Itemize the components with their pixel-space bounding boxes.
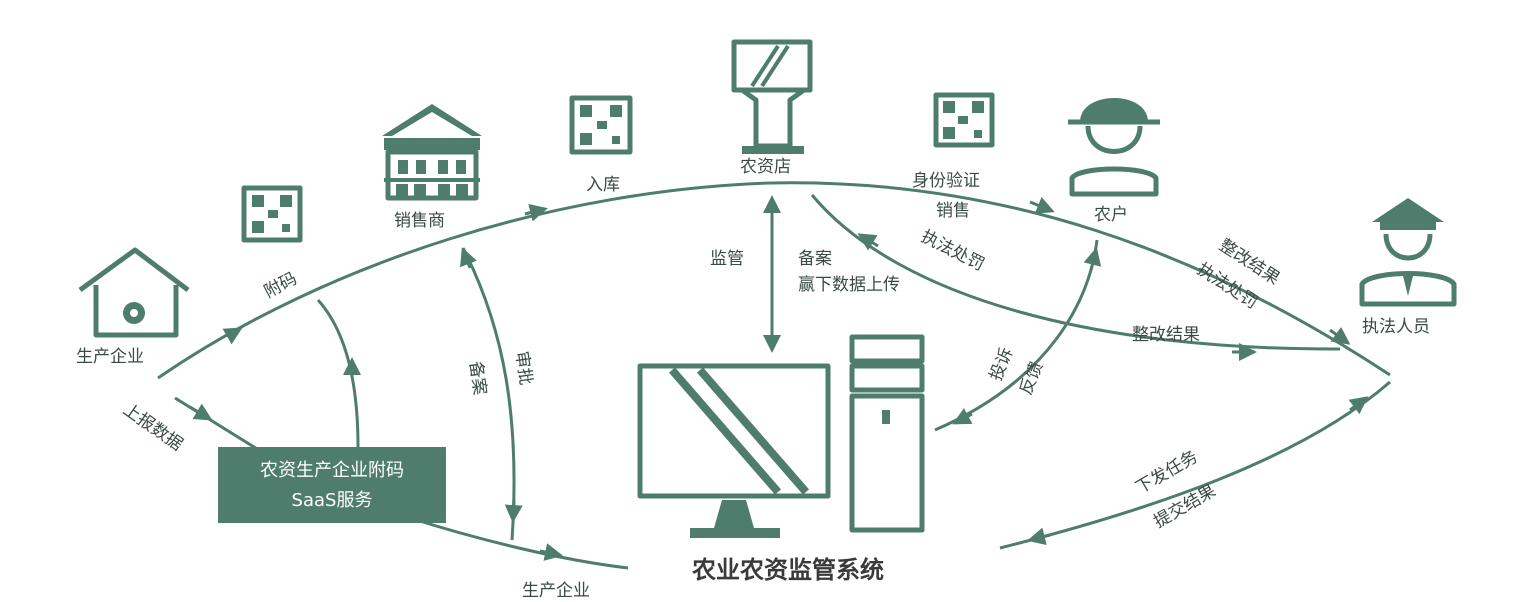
label-approval: 审批 bbox=[511, 350, 536, 386]
label-complaint: 投诉 bbox=[986, 345, 1017, 384]
store-building-icon bbox=[382, 104, 482, 201]
node-farmer: 农户 bbox=[1094, 205, 1128, 225]
label-feedback: 反馈 bbox=[1016, 359, 1047, 398]
arrow-complaint-up bbox=[1083, 247, 1102, 271]
arrow-filing-up bbox=[460, 247, 477, 269]
kiosk-icon bbox=[731, 39, 813, 154]
label-submit-result: 提交结果 bbox=[1151, 481, 1220, 532]
arrow-report-data bbox=[189, 403, 213, 421]
label-filing-upload-1: 备案 bbox=[798, 249, 832, 269]
arrow-to-producer-bottom bbox=[539, 543, 563, 561]
edge-complaint-feedback bbox=[934, 239, 1099, 432]
edge-main-arc bbox=[157, 181, 1391, 380]
arrow-to-officer bbox=[1329, 326, 1351, 345]
node-agri-store: 农资店 bbox=[740, 157, 791, 177]
qr-code-icon bbox=[241, 185, 303, 243]
arrow-task-up bbox=[1348, 396, 1369, 415]
node-distributor: 销售商 bbox=[394, 211, 445, 231]
edge-distributor-filing bbox=[461, 247, 516, 541]
police-officer-icon bbox=[1359, 198, 1457, 307]
arrow-producer-to-distributor bbox=[222, 327, 243, 345]
edge-saas-to-producer-bottom bbox=[409, 516, 629, 570]
qr-code-icon bbox=[933, 92, 995, 148]
saas-service-box bbox=[218, 447, 446, 523]
monitor-icon bbox=[637, 363, 831, 538]
system-title: 农业农资监管系统 bbox=[691, 556, 884, 584]
label-penalty-mid: 执法处罚 bbox=[918, 227, 988, 276]
arrow-filing-down bbox=[504, 499, 523, 523]
label-attach-code: 附码 bbox=[261, 269, 300, 303]
label-warehousing: 入库 bbox=[586, 175, 620, 195]
label-filing: 备案 bbox=[465, 360, 490, 396]
factory-icon bbox=[78, 247, 190, 338]
arrow-result-down bbox=[1027, 527, 1051, 546]
label-rectify-mid: 整改结果 bbox=[1132, 325, 1200, 345]
node-producer-top: 生产企业 bbox=[76, 347, 144, 367]
label-report-data: 上报数据 bbox=[119, 400, 186, 455]
arrow-to-store bbox=[524, 203, 548, 222]
label-filing-upload-2: 赢下数据上传 bbox=[798, 275, 900, 295]
arrow-to-farmer bbox=[1029, 196, 1055, 214]
saas-box-line1: 农资生产企业附码 bbox=[260, 460, 404, 481]
server-tower-icon bbox=[849, 334, 925, 533]
label-supervise: 监管 bbox=[710, 249, 744, 269]
node-producer-bottom: 生产企业 bbox=[522, 581, 590, 601]
edge-report-data bbox=[174, 396, 263, 454]
farmer-icon bbox=[1068, 98, 1160, 197]
saas-box-line2: SaaS服务 bbox=[292, 490, 373, 511]
node-law-officer: 执法人员 bbox=[1362, 317, 1430, 337]
arrow-feedback-down bbox=[952, 408, 973, 425]
label-id-verify: 身份验证 bbox=[912, 171, 980, 191]
label-sales: 销售 bbox=[936, 201, 970, 221]
arrow-penalty-back bbox=[857, 233, 879, 251]
qr-code-icon bbox=[569, 95, 633, 155]
